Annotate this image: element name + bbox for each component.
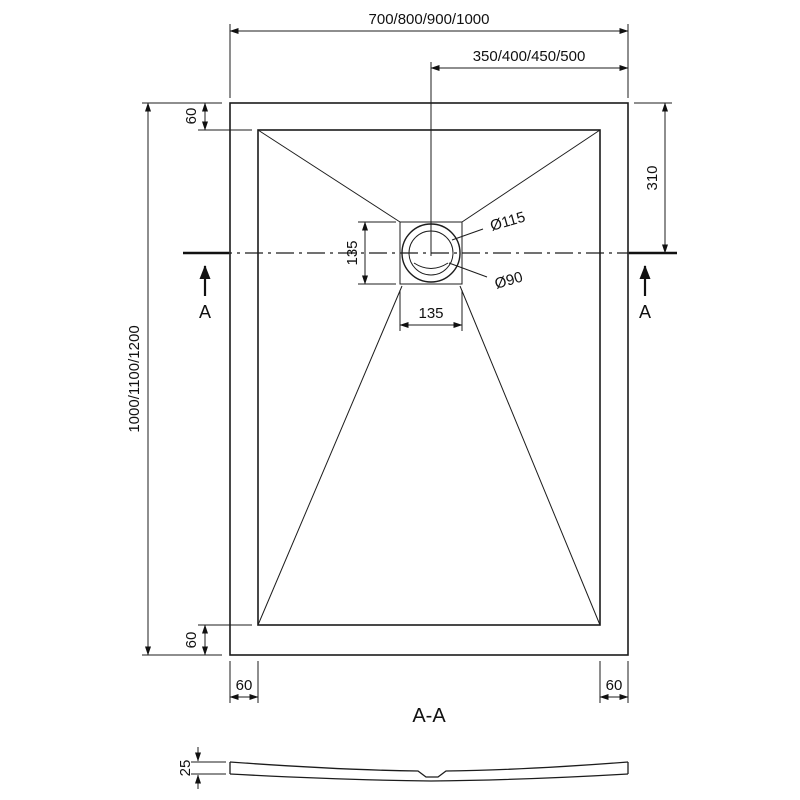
section-profile-top — [229, 761, 629, 778]
dimension-section-thickness: 25 — [177, 747, 226, 789]
dimension-bottom-margin: 60 — [183, 624, 252, 656]
dimension-drain-box-horizontal: 135 — [399, 290, 463, 331]
drain-inner-diameter-label: Ø90 — [493, 269, 525, 293]
drain-diameter-labels: Ø115 Ø90 — [448, 209, 527, 293]
dimension-height: 1000/1100/1200 — [126, 102, 222, 656]
dimension-bottom-right-margin: 60 — [599, 661, 629, 703]
tray-outer-rect — [229, 102, 629, 656]
dim-drain-from-top-text: 310 — [644, 165, 661, 190]
section-profile-bottom — [229, 773, 629, 782]
drain-outer-diameter-label: Ø115 — [488, 209, 527, 235]
dimension-half-width: 350/400/450/500 — [430, 48, 629, 256]
dim-section-thickness-text: 25 — [177, 760, 194, 777]
section-marker-right-label: A — [639, 302, 651, 322]
slope-line-top-left — [257, 129, 401, 223]
dimension-bottom-left-margin: 60 — [229, 661, 259, 703]
section-view: A-A 25 — [177, 705, 629, 789]
dim-half-width-text: 350/400/450/500 — [473, 48, 586, 65]
dim-drain-box-vertical-text: 135 — [344, 240, 361, 265]
dimension-drain-from-top: 310 — [634, 102, 672, 254]
dim-bottom-right-margin-text: 60 — [606, 677, 623, 694]
dimension-drain-box-vertical: 135 — [344, 221, 396, 285]
leader-line-inner — [448, 262, 488, 278]
drain-grate-arc — [413, 262, 449, 269]
section-marker-left-label: A — [199, 302, 211, 322]
slope-line-bottom-right — [459, 285, 601, 626]
leader-line-outer — [451, 228, 484, 241]
dimension-top-margin: 60 — [183, 102, 252, 131]
dimension-width: 700/800/900/1000 — [229, 11, 629, 98]
tray-outline — [229, 102, 629, 656]
slope-line-bottom-left — [257, 285, 403, 626]
dim-top-margin-text: 60 — [183, 108, 200, 125]
dim-width-text: 700/800/900/1000 — [369, 11, 490, 28]
dim-bottom-left-margin-text: 60 — [236, 677, 253, 694]
dim-bottom-margin-text: 60 — [183, 632, 200, 649]
section-title: A-A — [412, 705, 446, 727]
slope-line-top-right — [461, 129, 601, 223]
dim-height-text: 1000/1100/1200 — [126, 325, 143, 432]
tray-inner-rect — [257, 129, 601, 626]
section-cut-line: A A — [183, 251, 677, 322]
dim-drain-box-horizontal-text: 135 — [418, 305, 443, 322]
